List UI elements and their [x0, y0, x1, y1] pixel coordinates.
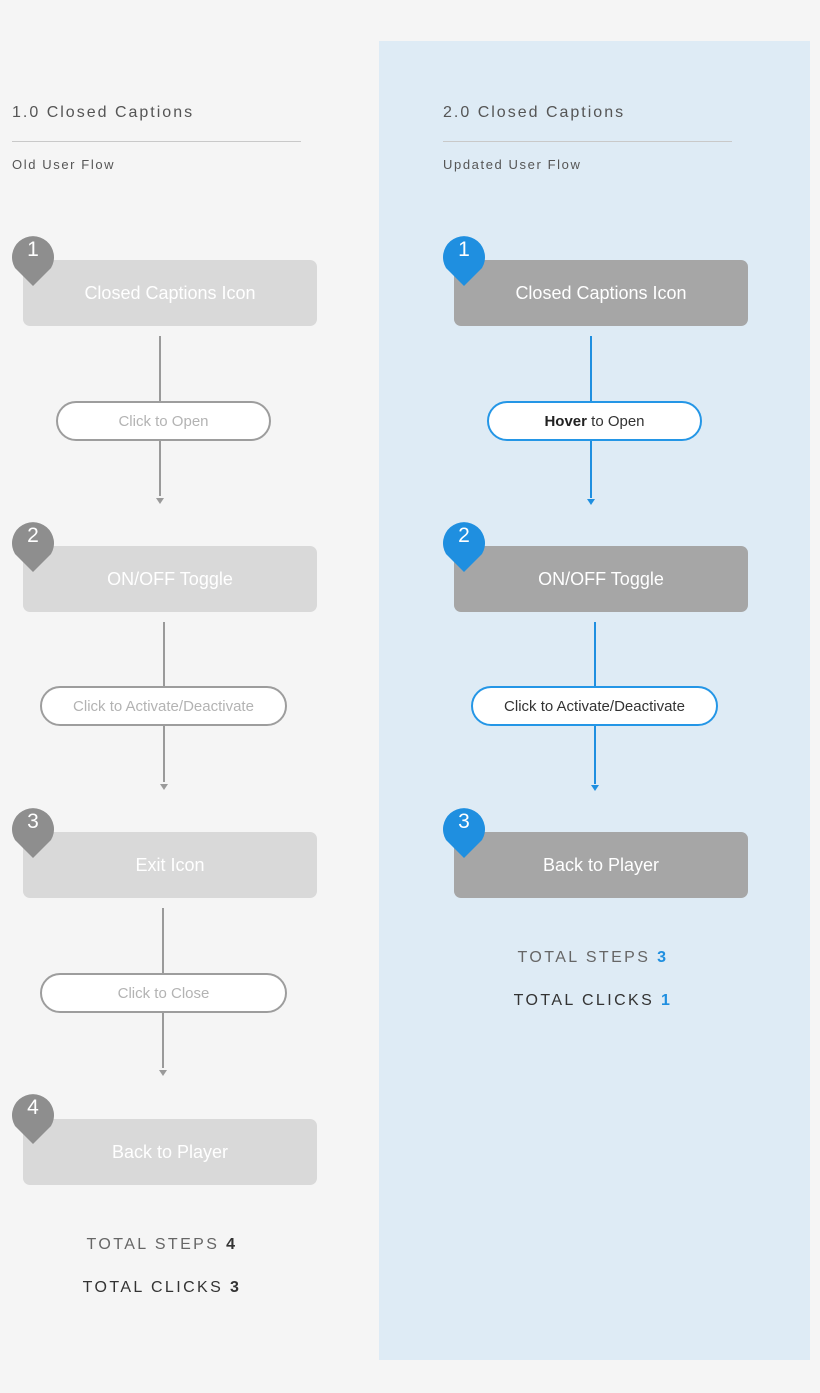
old-action-1-label: Click to Open: [118, 412, 209, 430]
old-arrow-3-icon: [159, 1070, 167, 1076]
new-arrow-1-icon: [587, 499, 595, 505]
new-step-2-label: ON/OFF Toggle: [538, 568, 664, 589]
old-action-2: Click to Activate/Deactivate: [40, 686, 287, 726]
old-action-3-label: Click to Close: [117, 984, 210, 1002]
old-step-4-box: Back to Player: [23, 1119, 317, 1185]
old-step-4-pin-icon: 4: [11, 1090, 55, 1144]
new-flow-divider: [443, 141, 732, 142]
new-action-2-label: Click to Activate/Deactivate: [504, 697, 685, 715]
old-action-2-label: Click to Activate/Deactivate: [73, 697, 254, 715]
old-arrow-2-icon: [160, 784, 168, 790]
old-total-clicks: TOTAL CLICKS 3: [12, 1279, 312, 1297]
old-flow-divider: [12, 141, 301, 142]
new-step-2-box: ON/OFF Toggle: [454, 546, 748, 612]
old-total-steps-label: TOTAL STEPS: [86, 1236, 220, 1253]
old-total-steps: TOTAL STEPS 4: [12, 1236, 312, 1254]
old-step-2-box: ON/OFF Toggle: [23, 546, 317, 612]
old-total-clicks-value: 3: [230, 1279, 242, 1296]
new-action-1: Hover to Open: [487, 401, 702, 441]
new-step-3-label: Back to Player: [542, 854, 660, 875]
old-step-4-number: 4: [27, 1096, 39, 1119]
new-total-clicks: TOTAL CLICKS 1: [443, 992, 743, 1010]
new-step-3-box: Back to Player: [454, 832, 748, 898]
old-step-3-number: 3: [27, 810, 39, 833]
new-step-1-pin-icon: 1: [442, 232, 486, 286]
old-step-1-pin-icon: 1: [11, 232, 55, 286]
old-step-1-number: 1: [27, 238, 39, 261]
new-action-1-bold: Hover: [544, 412, 587, 430]
old-action-1: Click to Open: [56, 401, 271, 441]
old-step-3-label: Exit Icon: [135, 854, 205, 875]
old-step-4-label: Back to Player: [111, 1141, 229, 1162]
new-step-1-label: Closed Captions Icon: [515, 282, 687, 303]
old-step-1-box: Closed Captions Icon: [23, 260, 317, 326]
old-flow-title: 1.0 Closed Captions: [12, 104, 195, 121]
old-total-steps-value: 4: [226, 1236, 238, 1253]
new-arrow-2-icon: [591, 785, 599, 791]
new-total-steps: TOTAL STEPS 3: [443, 949, 743, 967]
new-step-2-number: 2: [458, 524, 470, 547]
old-arrow-1-icon: [156, 498, 164, 504]
new-total-clicks-value: 1: [661, 992, 673, 1009]
old-total-clicks-label: TOTAL CLICKS: [82, 1279, 224, 1296]
old-step-3-box: Exit Icon: [23, 832, 317, 898]
old-step-2-number: 2: [27, 524, 39, 547]
new-step-2-pin-icon: 2: [442, 518, 486, 572]
old-step-2-label: ON/OFF Toggle: [107, 568, 233, 589]
old-step-1-label: Closed Captions Icon: [84, 282, 256, 303]
new-flow-title: 2.0 Closed Captions: [443, 104, 626, 121]
new-step-3-pin-icon: 3: [442, 804, 486, 858]
new-step-3-number: 3: [458, 810, 470, 833]
old-step-3-pin-icon: 3: [11, 804, 55, 858]
old-flow-subtitle: Old User Flow: [12, 157, 116, 172]
new-action-2: Click to Activate/Deactivate: [471, 686, 718, 726]
new-step-1-box: Closed Captions Icon: [454, 260, 748, 326]
old-action-3: Click to Close: [40, 973, 287, 1013]
new-total-clicks-label: TOTAL CLICKS: [513, 992, 655, 1009]
new-action-1-label: to Open: [586, 412, 645, 430]
old-step-2-pin-icon: 2: [11, 518, 55, 572]
new-step-1-number: 1: [458, 238, 470, 261]
new-total-steps-value: 3: [657, 949, 669, 966]
new-total-steps-label: TOTAL STEPS: [517, 949, 651, 966]
new-flow-subtitle: Updated User Flow: [443, 157, 582, 172]
